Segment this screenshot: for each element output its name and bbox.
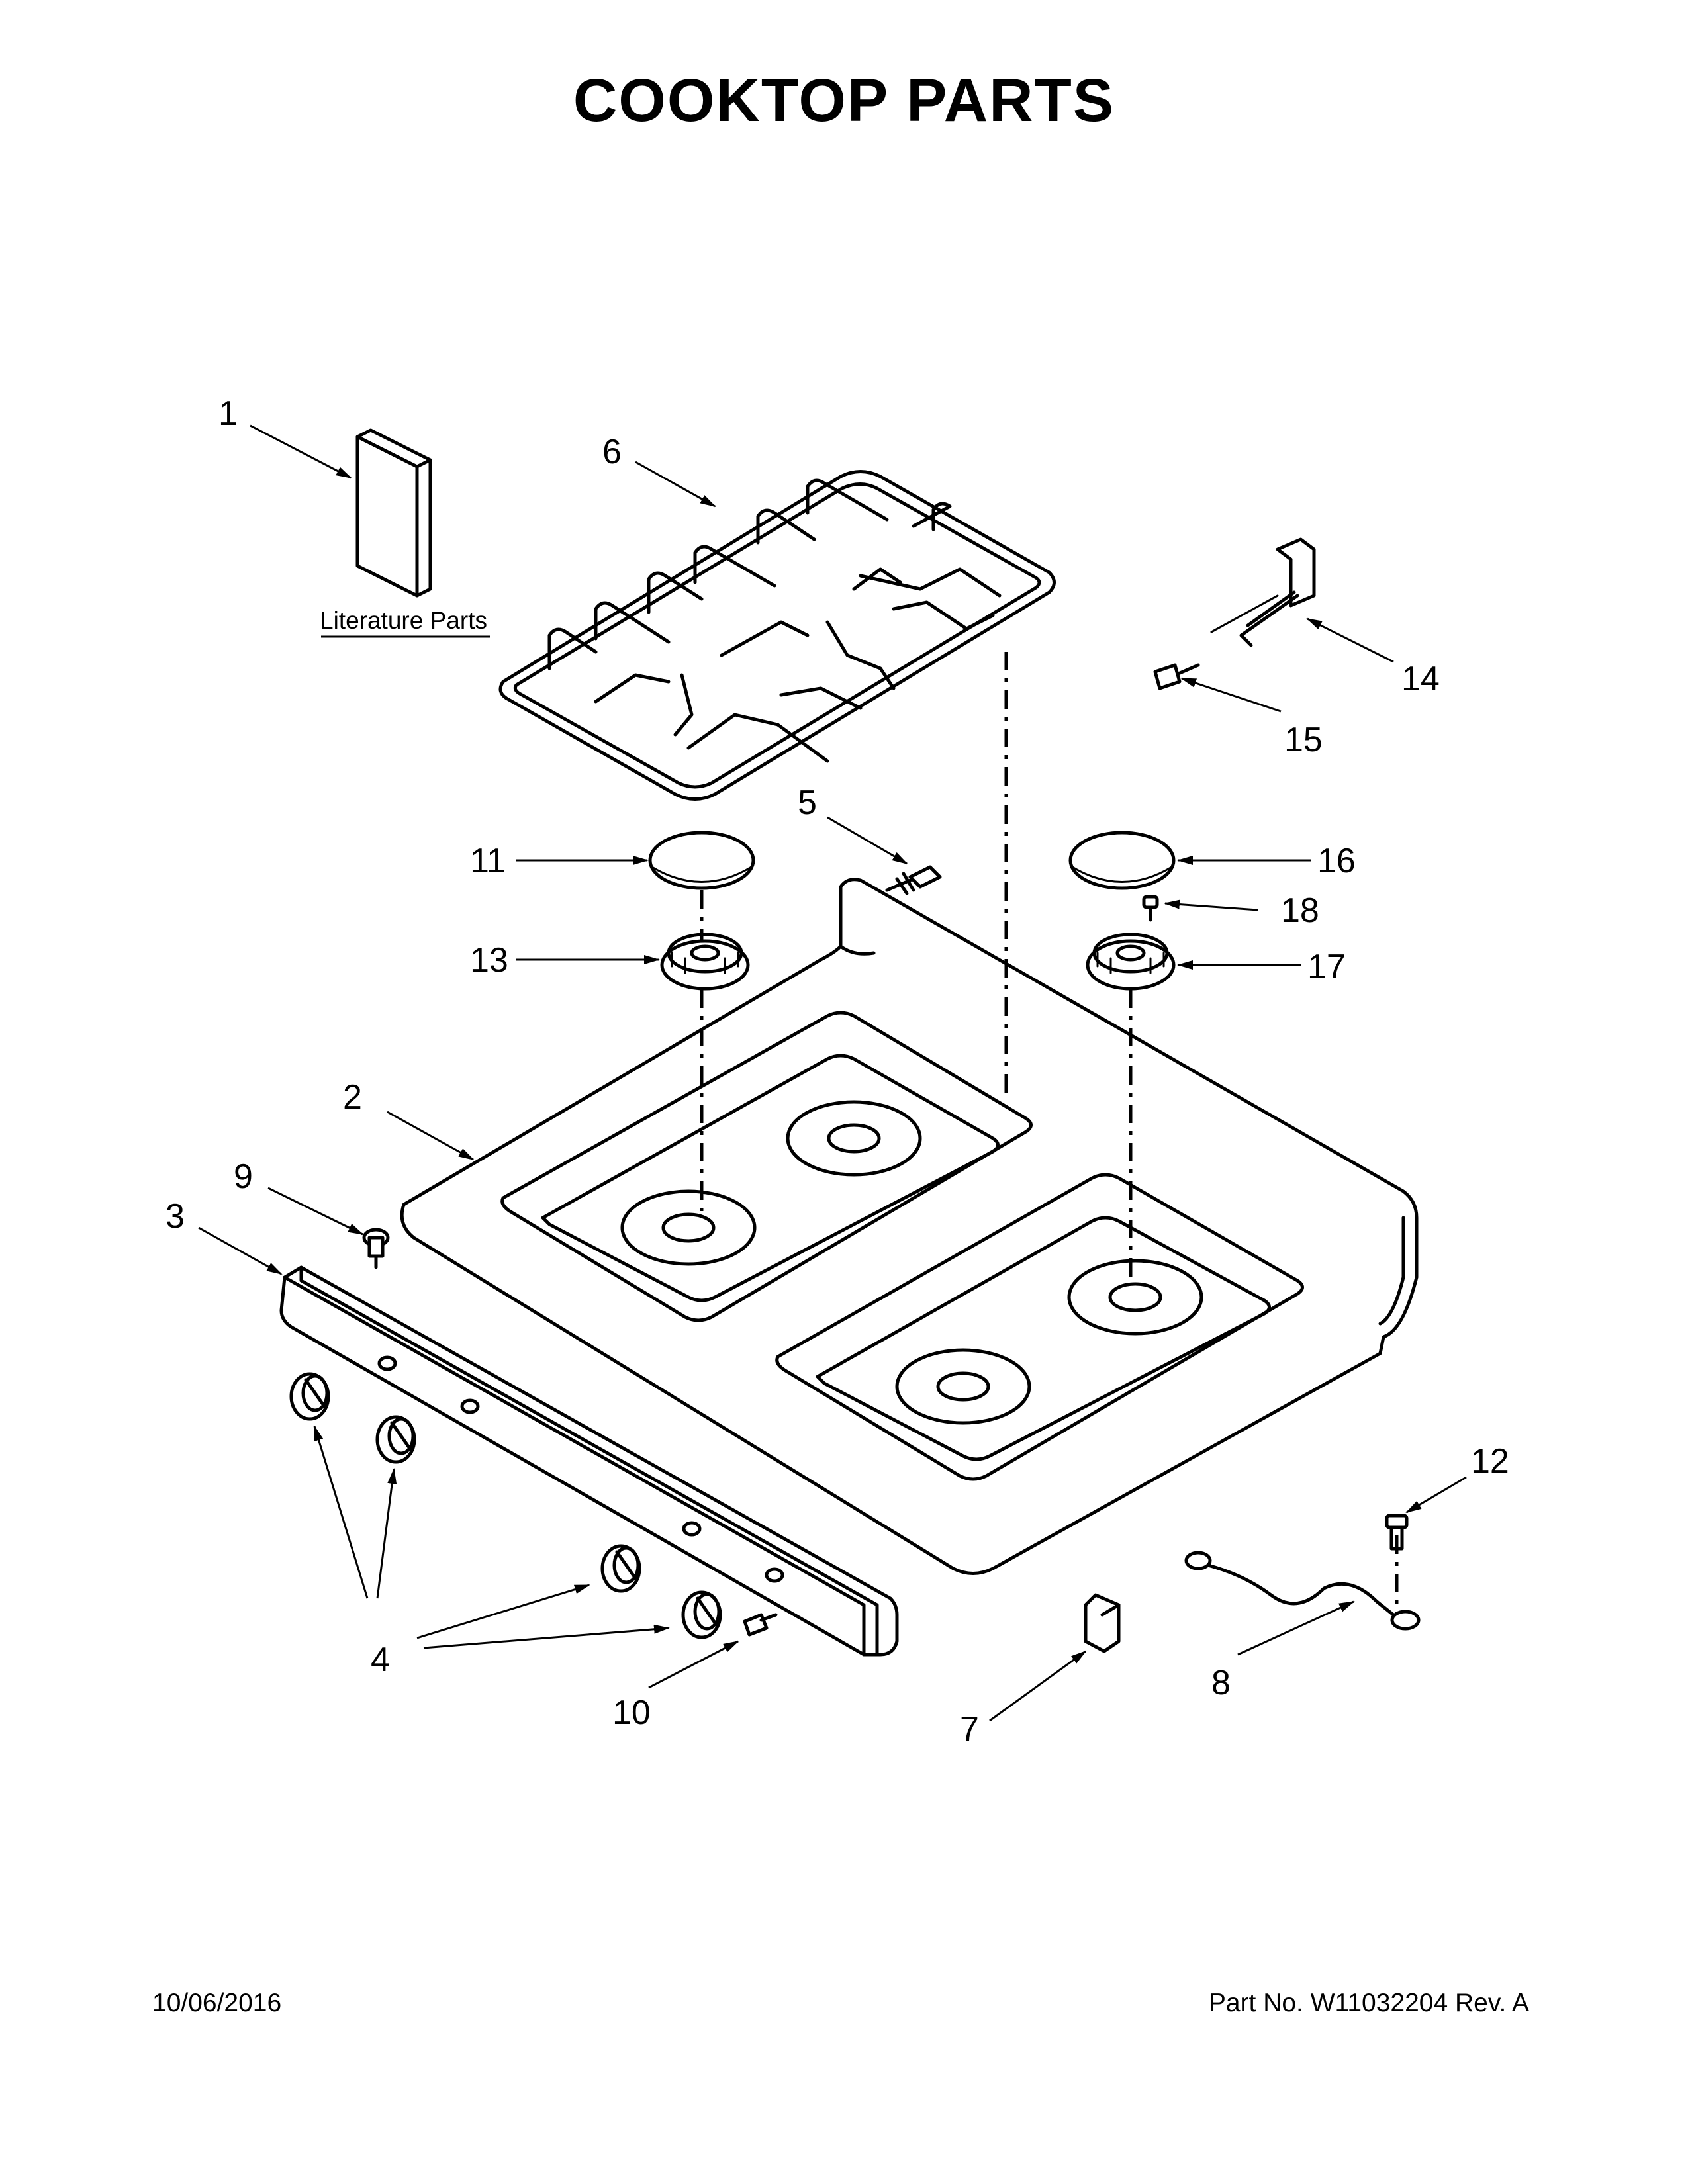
control-knob [681, 1590, 722, 1639]
literature-parts-booklet [321, 428, 490, 638]
callout-17: 17 [1307, 948, 1346, 986]
callout-8: 8 [1211, 1664, 1231, 1702]
callout-15: 15 [1284, 721, 1323, 759]
callout-1: 1 [218, 394, 238, 433]
cooktop-main-top [400, 878, 1419, 1575]
callout-4: 4 [371, 1641, 390, 1679]
callout-6: 6 [602, 433, 622, 471]
footer-date: 10/06/2016 [152, 1989, 282, 2017]
ignition-bracket [1210, 537, 1316, 647]
callout-13: 13 [470, 941, 508, 979]
callout-5: 5 [798, 784, 817, 822]
literature-parts-label: Literature Parts [320, 607, 487, 634]
spring-clip [1084, 1593, 1121, 1653]
burner-cap-right [1068, 831, 1176, 890]
callout-14: 14 [1401, 660, 1440, 698]
callout-11: 11 [470, 842, 506, 880]
control-panel [279, 1265, 899, 1657]
callout-3: 3 [165, 1197, 185, 1236]
burner-grate [498, 470, 1056, 801]
control-knob [289, 1372, 330, 1421]
screw-15 [1153, 663, 1200, 690]
control-knob [375, 1415, 416, 1464]
screw-10 [743, 1613, 778, 1637]
burner-head-left [660, 933, 750, 991]
callout-12: 12 [1471, 1442, 1509, 1480]
burner-cap-left [648, 831, 755, 890]
screw-12 [1385, 1514, 1409, 1551]
burner-head-right [1086, 933, 1176, 991]
screw-18 [1142, 895, 1159, 922]
footer-part-number: Part No. W11032204 Rev. A [1208, 1989, 1529, 2017]
callout-2: 2 [343, 1078, 362, 1116]
callout-10: 10 [612, 1694, 651, 1732]
callout-16: 16 [1317, 842, 1356, 880]
page-title: COOKTOP PARTS [573, 67, 1115, 134]
ground-wire [1184, 1551, 1421, 1631]
callout-9: 9 [234, 1158, 253, 1196]
screw-5 [885, 865, 942, 895]
knob-screw-9 [362, 1228, 390, 1269]
callout-18: 18 [1281, 891, 1319, 930]
callout-7: 7 [960, 1710, 979, 1749]
control-knob [600, 1544, 641, 1593]
